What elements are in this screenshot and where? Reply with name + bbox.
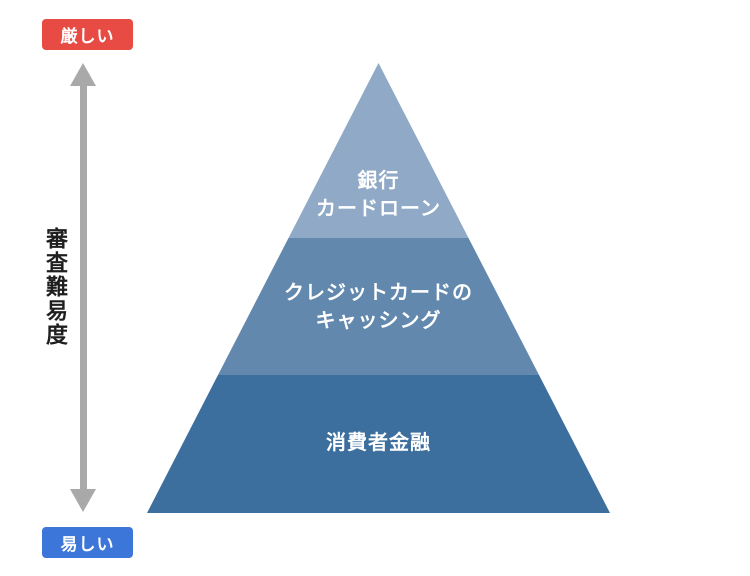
easy-badge: 易しい xyxy=(42,527,133,558)
axis-label: 審査難易度 xyxy=(43,227,68,347)
axis-arrow-line xyxy=(80,84,87,490)
tier-label-consumer-finance: 消費者金融 xyxy=(147,429,610,457)
pyramid: 銀行 カードローン クレジットカードの キャッシング 消費者金融 xyxy=(147,63,610,513)
tier-label-line: キャッシング xyxy=(315,310,442,332)
strict-badge: 厳しい xyxy=(42,19,133,50)
arrow-up-icon xyxy=(70,63,96,86)
tier-consumer-finance xyxy=(147,375,610,513)
tier-label-credit-card-cashing: クレジットカードの キャッシング xyxy=(147,279,610,335)
arrow-down-icon xyxy=(70,489,96,512)
tier-label-line: カードローン xyxy=(316,198,441,220)
tier-label-bank-card-loan: 銀行 カードローン xyxy=(147,167,610,223)
tier-label-line: 消費者金融 xyxy=(326,432,431,454)
tier-label-line: クレジットカードの xyxy=(284,282,473,304)
tier-label-line: 銀行 xyxy=(357,170,400,192)
